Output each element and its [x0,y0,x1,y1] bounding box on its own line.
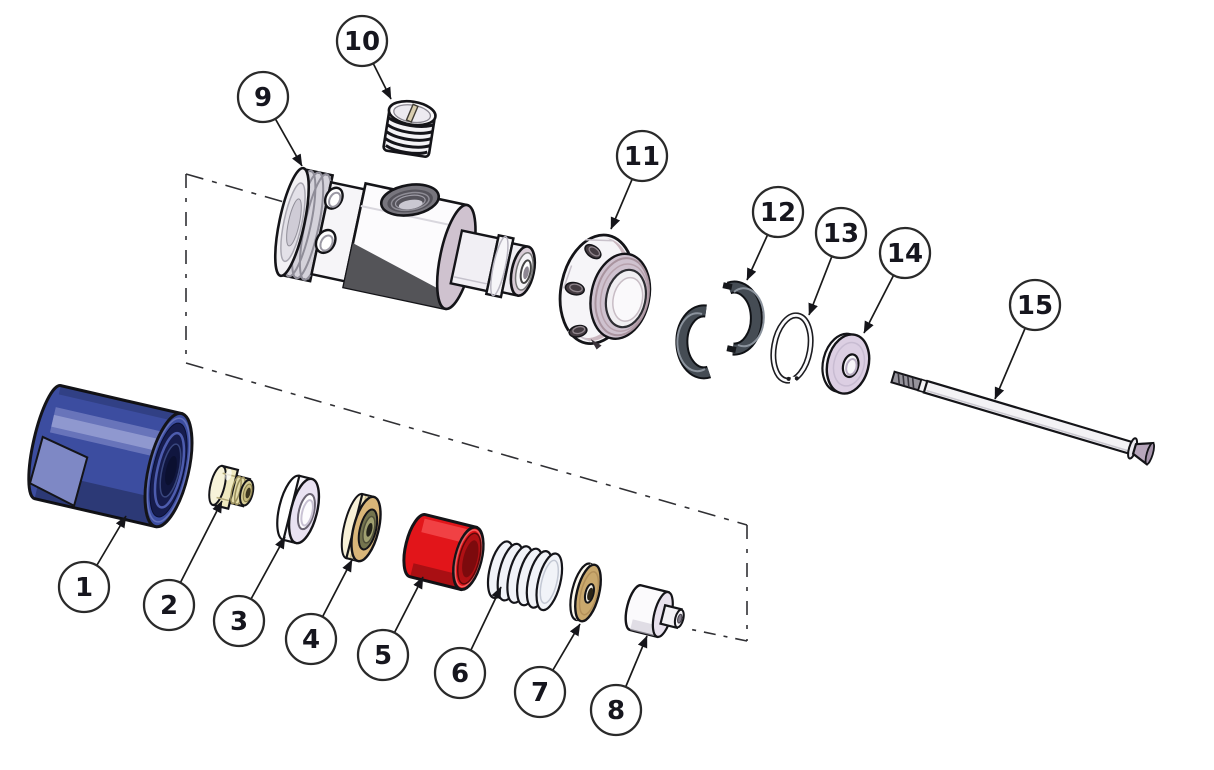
balloon-7: 7 [513,665,567,719]
part-blue-cap [27,384,194,529]
part-small-washer [821,332,871,395]
svg-text:8: 8 [607,696,625,726]
part-ring-nut [558,233,652,350]
part-split-collar [675,280,765,380]
cross-hole-upper [323,186,344,210]
svg-text:11: 11 [624,142,660,172]
balloons: 1 2 3 4 5 6 7 8 9 10 11 12 13 14 15 [57,14,1062,737]
svg-text:3: 3 [230,607,248,637]
balloon-3: 3 [212,594,266,648]
balloon-2: 2 [142,578,196,632]
part-snap-ring [770,312,814,386]
balloon-4: 4 [284,612,338,666]
balloon-15: 15 [1008,278,1062,332]
svg-text:13: 13 [823,219,859,249]
svg-text:15: 15 [1017,291,1053,321]
balloon-9: 9 [236,70,290,124]
construction-line-diagonal [185,362,748,526]
svg-text:5: 5 [374,641,392,671]
balloon-1: 1 [57,560,111,614]
part-push-rod [890,370,1155,466]
balloon-13: 13 [814,206,868,260]
balloon-6: 6 [433,646,487,700]
balloon-10: 10 [335,14,389,68]
balloon-12: 12 [751,185,805,239]
svg-text:14: 14 [887,239,923,269]
balloon-11: 11 [615,129,669,183]
construction-line-lower-axis [688,628,748,642]
part-threaded-plug [382,99,437,158]
construction-line-upper-axis [185,173,292,205]
part-grease-fitting [208,464,255,511]
svg-text:12: 12 [760,198,796,228]
part-spring [486,540,564,612]
cross-hole-lower [314,228,337,255]
balloon-14: 14 [878,226,932,280]
svg-text:6: 6 [451,659,469,689]
part-brass-disc [569,562,602,623]
part-valve-body [273,166,537,311]
part-seal-washer [276,474,321,545]
part-red-sleeve [402,513,485,592]
svg-text:9: 9 [254,83,272,113]
valve-body-top-port [379,183,441,217]
svg-text:1: 1 [75,573,93,603]
leader-lines [83,40,1036,711]
construction-lines [185,173,748,642]
svg-text:2: 2 [160,591,178,621]
svg-text:4: 4 [302,625,320,655]
part-plunger [624,584,685,639]
balloon-8: 8 [589,683,643,737]
part-knurled-nut [340,492,382,563]
svg-text:10: 10 [344,27,380,57]
svg-text:7: 7 [531,678,549,708]
balloon-5: 5 [356,628,410,682]
